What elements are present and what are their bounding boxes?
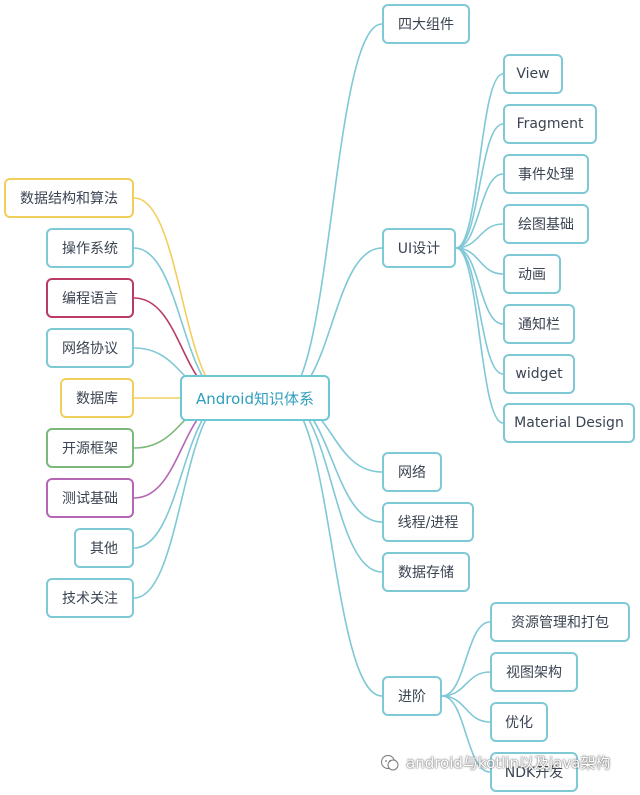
- connector-adv-2: [441, 695, 491, 723]
- node-thread-process[interactable]: 线程/进程: [382, 502, 474, 542]
- node-ui-design[interactable]: UI设计: [382, 228, 456, 268]
- node-widget[interactable]: widget: [503, 354, 575, 394]
- node-four-components[interactable]: 四大组件: [382, 4, 470, 44]
- node-event-handling[interactable]: 事件处理: [503, 154, 589, 194]
- node-open-source[interactable]: 开源框架: [46, 428, 134, 468]
- node-testing[interactable]: 测试基础: [46, 478, 134, 518]
- node-view[interactable]: View: [503, 54, 563, 94]
- node-network-protocol[interactable]: 网络协议: [46, 328, 134, 368]
- connector-left-8: [133, 397, 231, 599]
- node-fragment[interactable]: Fragment: [503, 104, 597, 144]
- node-database[interactable]: 数据库: [60, 378, 134, 418]
- wechat-icon: [381, 754, 399, 770]
- node-operating-system[interactable]: 操作系统: [46, 228, 134, 268]
- connector-ui-4: [455, 247, 504, 275]
- node-ndk-development[interactable]: NDK开发: [490, 752, 578, 792]
- node-data-structures[interactable]: 数据结构和算法: [4, 178, 134, 218]
- connector-ui-5: [455, 247, 504, 325]
- node-optimization[interactable]: 优化: [490, 702, 548, 742]
- connector-left-0: [133, 197, 231, 399]
- node-programming-language[interactable]: 编程语言: [46, 278, 134, 318]
- node-advanced[interactable]: 进阶: [382, 676, 442, 716]
- node-tech-focus[interactable]: 技术关注: [46, 578, 134, 618]
- connector-ui-2: [455, 173, 504, 249]
- connector-ui-6: [455, 247, 504, 375]
- node-animation[interactable]: 动画: [503, 254, 561, 294]
- root-node[interactable]: Android知识体系: [180, 375, 330, 421]
- connector-adv-0: [441, 621, 491, 697]
- connector-ui-3: [455, 223, 504, 249]
- connector-ui-0: [455, 73, 504, 249]
- connector-right-5: [281, 397, 383, 697]
- node-other[interactable]: 其他: [74, 528, 134, 568]
- connector-right-0: [281, 23, 383, 399]
- connector-adv-1: [441, 671, 491, 697]
- node-material-design[interactable]: Material Design: [503, 403, 635, 443]
- connector-ui-1: [455, 123, 504, 249]
- watermark: android与kotlin以及java架构: [380, 752, 610, 773]
- node-data-storage[interactable]: 数据存储: [382, 552, 470, 592]
- node-view-architecture[interactable]: 视图架构: [490, 652, 578, 692]
- node-notification-bar[interactable]: 通知栏: [503, 304, 575, 344]
- node-network[interactable]: 网络: [382, 452, 442, 492]
- connector-ui-7: [455, 247, 504, 424]
- node-resource-packaging[interactable]: 资源管理和打包: [490, 602, 630, 642]
- node-drawing-basics[interactable]: 绘图基础: [503, 204, 589, 244]
- watermark-text: android与kotlin以及java架构: [406, 754, 611, 772]
- connector-adv-3: [441, 695, 491, 773]
